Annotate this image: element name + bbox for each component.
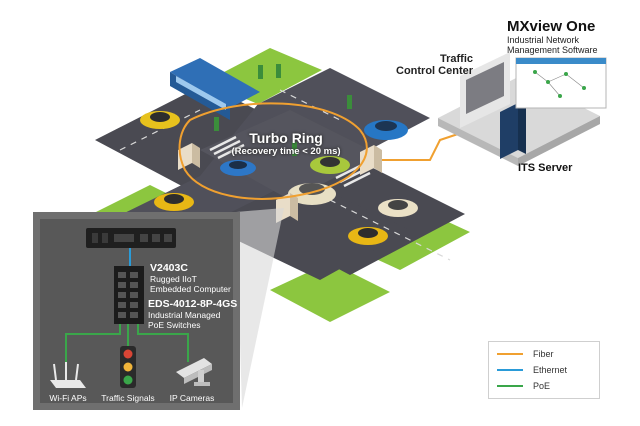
eds-label: EDS-4012-8P-4GS Industrial Managed PoE S… — [148, 298, 237, 330]
legend: Fiber Ethernet PoE — [488, 341, 600, 399]
control-center-label: Traffic Control Center — [396, 53, 473, 77]
car-blue-center — [220, 160, 256, 176]
traffic-signal-icon — [120, 346, 136, 388]
car-yellow-2 — [154, 193, 194, 211]
mxview-screenshot — [515, 57, 607, 109]
eds-line1: Industrial Managed — [148, 310, 221, 320]
wifi-ap-icon — [50, 362, 86, 388]
mxview-line2: Management Software — [507, 45, 598, 55]
legend-swatch-poe — [497, 385, 523, 387]
fiber-uplink — [382, 133, 459, 161]
eds-line2: PoE Switches — [148, 320, 201, 330]
road-intersection — [200, 110, 380, 200]
mxview-title: MXview One — [507, 18, 596, 35]
eds-name: EDS-4012-8P-4GS — [148, 298, 238, 310]
legend-label-poe: PoE — [533, 381, 551, 391]
car-yellow-3 — [348, 227, 388, 245]
its-server-label: ITS Server — [518, 162, 573, 174]
traffic-light-poles — [214, 64, 352, 156]
road-lower-arm — [205, 178, 410, 280]
ip-camera-icon — [176, 358, 212, 386]
inset-projection — [236, 208, 284, 408]
turbo-ring-label: Turbo Ring (Recovery time < 20 ms) — [206, 130, 366, 157]
car-blue-right — [364, 120, 408, 140]
traffic-signal-label: Traffic Signals — [101, 393, 155, 403]
legend-swatch-ethernet — [497, 369, 523, 371]
poe-link-camera — [137, 324, 189, 362]
wifi-ap-label: Wi-Fi APs — [49, 393, 87, 403]
control-center-line2: Control Center — [396, 65, 473, 77]
turbo-ring-title: Turbo Ring — [249, 130, 323, 146]
bus — [170, 58, 260, 120]
eds-switch — [114, 266, 144, 324]
car-yellow-1 — [140, 111, 180, 129]
v2403c-name: V2403C — [150, 262, 188, 274]
car-cream-right — [378, 199, 418, 217]
legend-item-ethernet: Ethernet — [497, 363, 567, 377]
v2403c-line2: Embedded Computer — [150, 284, 231, 294]
mxview-label: MXview One Industrial Network Management… — [507, 18, 598, 55]
legend-item-poe: PoE — [497, 379, 550, 393]
control-center-line1: Traffic — [439, 53, 473, 65]
car-green — [310, 156, 350, 174]
legend-swatch-fiber — [497, 353, 523, 355]
turbo-ring-subtitle: (Recovery time < 20 ms) — [231, 146, 341, 157]
v2403c-label: V2403C Rugged IIoT Embedded Computer — [150, 262, 231, 294]
v2403c-line1: Rugged IIoT — [150, 274, 197, 284]
legend-label-ethernet: Ethernet — [533, 365, 568, 375]
lane-markings — [119, 89, 451, 261]
ip-camera-label: IP Cameras — [169, 393, 215, 403]
legend-item-fiber: Fiber — [497, 347, 554, 361]
mxview-line1: Industrial Network — [507, 35, 580, 45]
grass-block-bottom — [270, 262, 390, 322]
turbo-ring-fiber — [178, 102, 368, 200]
v2403c-computer — [86, 228, 176, 248]
legend-label-fiber: Fiber — [533, 349, 554, 359]
poe-link-wifi — [65, 324, 121, 364]
